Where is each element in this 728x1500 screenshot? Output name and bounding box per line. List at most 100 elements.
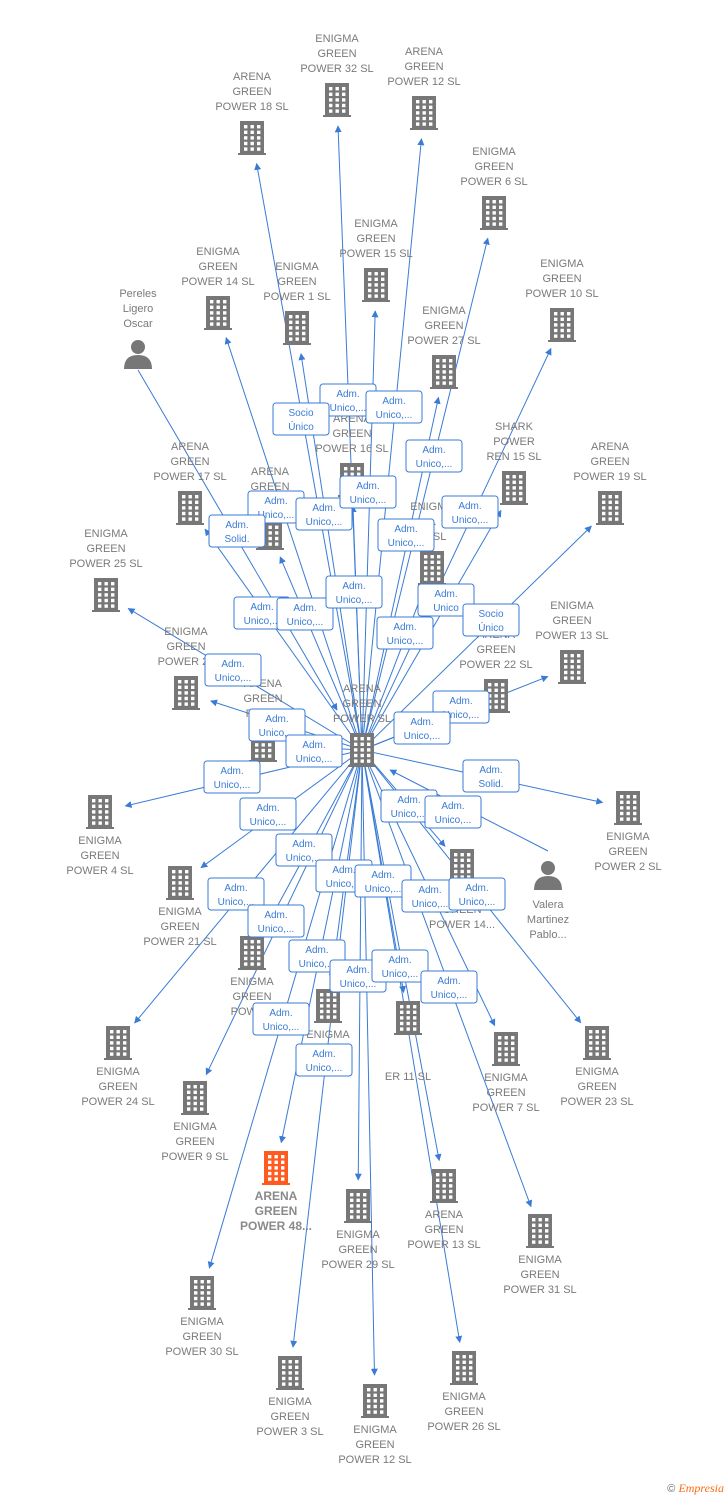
relation-label[interactable]: Adm.Unico,... (448, 877, 506, 911)
building-icon[interactable] (181, 1081, 209, 1115)
building-icon[interactable] (614, 791, 642, 825)
relation-label[interactable]: Adm.Unico,... (252, 1002, 310, 1036)
relation-label[interactable]: Adm.Unico,... (380, 789, 438, 823)
building-icon[interactable] (450, 1351, 478, 1385)
relation-label[interactable]: Adm.Unico,... (325, 575, 383, 609)
relation-label[interactable]: Adm.Unico,... (207, 877, 265, 911)
relation-text: Adm. (397, 795, 420, 806)
relation-label[interactable]: Adm.Unico,... (276, 597, 334, 631)
building-icon[interactable] (188, 1276, 216, 1310)
building-icon[interactable] (238, 936, 266, 970)
relation-label[interactable]: Adm.Unico,... (441, 495, 499, 529)
relation-text: Unico,... (336, 595, 373, 606)
relation-text: Unico (433, 603, 459, 614)
relation-text: Adm. (336, 389, 359, 400)
building-icon[interactable] (430, 355, 458, 389)
building-icon[interactable] (548, 308, 576, 342)
relation-label[interactable]: Adm.Unico,... (239, 797, 297, 831)
person-icon[interactable] (124, 340, 152, 369)
relation-text: Unico,... (443, 710, 480, 721)
relation-label[interactable]: Adm.Unico,... (233, 596, 291, 630)
building-icon[interactable] (323, 83, 351, 117)
relation-label[interactable]: Adm.Unico,... (204, 653, 262, 687)
relation-label[interactable]: Adm.Unico,... (401, 879, 459, 913)
building-icon[interactable] (448, 849, 476, 883)
relation-label[interactable]: Adm.Unico,... (295, 1043, 353, 1077)
relation-text: Adm. (302, 740, 325, 751)
building-icon[interactable] (480, 196, 508, 230)
building-icon[interactable] (394, 1001, 422, 1035)
relation-label[interactable]: Adm.Unico (417, 583, 475, 617)
building-icon[interactable] (526, 1214, 554, 1248)
relation-label[interactable]: Adm.Unico,... (339, 475, 397, 509)
relation-label[interactable]: Adm.Unico,... (203, 760, 261, 794)
relation-label[interactable]: Adm.Unico,... (295, 497, 353, 531)
building-icon[interactable] (361, 1384, 389, 1418)
relation-text: Unico,... (435, 815, 472, 826)
building-icon[interactable] (362, 268, 390, 302)
building-icon[interactable] (344, 1189, 372, 1223)
building-icon[interactable] (176, 491, 204, 525)
building-icon[interactable] (276, 1356, 304, 1390)
building-icon[interactable] (86, 795, 114, 829)
edge-n40 (361, 749, 463, 1344)
building-icon[interactable] (204, 296, 232, 330)
building-icon[interactable] (410, 96, 438, 130)
relation-label[interactable]: Adm.Unico,... (393, 711, 451, 745)
focus-building-icon[interactable] (262, 1151, 290, 1185)
building-icon[interactable] (104, 1026, 132, 1060)
building-icon[interactable] (166, 866, 194, 900)
building-icon[interactable] (238, 121, 266, 155)
relation-text: Adm. (264, 910, 287, 921)
relation-text: Unico,... (296, 754, 333, 765)
relation-label[interactable]: Adm.Unico,... (247, 904, 305, 938)
relation-label[interactable]: Adm.Unico,... (248, 708, 306, 742)
building-icon[interactable] (92, 578, 120, 612)
relation-label[interactable]: Adm.Unico,... (405, 439, 463, 473)
building-icon[interactable] (172, 676, 200, 710)
relation-text: Unico,... (250, 817, 287, 828)
relation-label[interactable]: Adm.Unico,... (275, 833, 333, 867)
relation-label[interactable]: Adm.Unico,... (319, 383, 377, 417)
relation-text: Adm. (465, 883, 488, 894)
relation-text: Adm. (388, 955, 411, 966)
relation-text: Socio (478, 609, 503, 620)
relation-label[interactable]: Adm.Unico,... (420, 970, 478, 1004)
building-icon[interactable] (492, 1032, 520, 1066)
edge-n4 (361, 237, 490, 751)
building-icon[interactable] (558, 650, 586, 684)
relation-text: Adm. (356, 481, 379, 492)
relation-label[interactable]: Adm.Unico,... (365, 390, 423, 424)
relation-label[interactable]: Adm.Solid. (208, 514, 266, 548)
relation-label[interactable]: Adm.Unico,... (377, 518, 435, 552)
building-icon[interactable] (500, 471, 528, 505)
person-icon[interactable] (534, 861, 562, 890)
edge-n13 (204, 528, 363, 751)
brand-logo[interactable]: Empresia (678, 1481, 724, 1495)
relation-label[interactable]: Adm.Solid. (462, 759, 520, 793)
relation-label[interactable]: Adm. Unico,... (285, 734, 343, 768)
building-icon[interactable] (283, 311, 311, 345)
building-icon[interactable] (583, 1026, 611, 1060)
building-icon[interactable] (430, 1169, 458, 1203)
relation-text: Unico,... (326, 879, 363, 890)
center-building-icon[interactable] (348, 733, 376, 767)
relation-label[interactable]: Adm.Unico,... (376, 616, 434, 650)
building-icon[interactable] (596, 491, 624, 525)
relation-label[interactable]: Adm.Unico,... (371, 949, 429, 983)
edge-n6 (224, 337, 363, 751)
building-icon[interactable] (314, 989, 342, 1023)
building-icon[interactable] (418, 551, 446, 585)
relation-label[interactable]: Adm.Unico,... (424, 795, 482, 829)
